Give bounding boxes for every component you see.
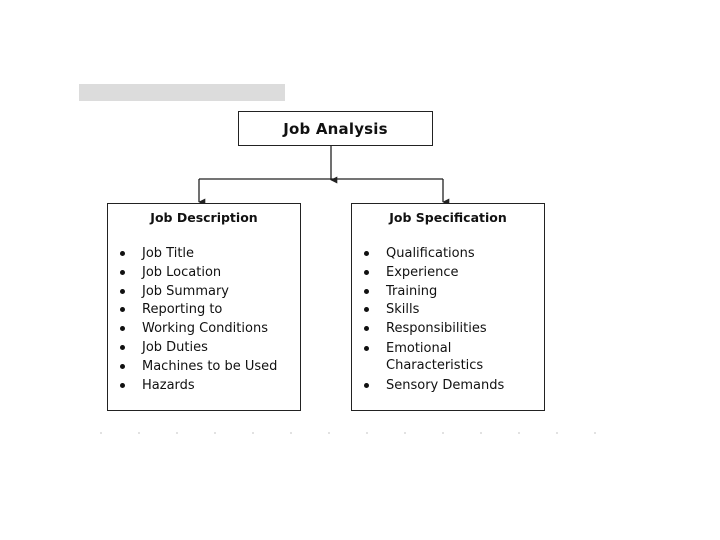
list-item: Emotional Characteristics [364, 340, 516, 374]
bullet-icon [364, 382, 369, 388]
list-item: Job Duties [120, 340, 277, 355]
list-item: Machines to be Used [120, 359, 277, 374]
list-item: Reporting to [120, 302, 277, 317]
bullet-icon [364, 288, 369, 294]
bullet-icon [364, 269, 369, 275]
job-description-node: Job Description Job Title Job Location J… [107, 203, 301, 411]
bullet-icon [120, 269, 125, 275]
bullet-icon [120, 344, 125, 350]
header-placeholder-bar [79, 84, 285, 101]
list-item: Working Conditions [120, 321, 277, 336]
list-item: Skills [364, 302, 516, 317]
job-description-title: Job Description [150, 210, 258, 225]
bullet-icon [120, 326, 125, 332]
list-item: Responsibilities [364, 321, 516, 336]
bullet-icon [120, 307, 125, 313]
bullet-icon [364, 326, 369, 332]
list-item: Qualifications [364, 246, 516, 261]
list-item: Job Summary [120, 284, 277, 299]
list-item: Job Location [120, 265, 277, 280]
list-item: Job Title [120, 246, 277, 261]
bullet-icon [120, 288, 125, 294]
bullet-icon [120, 382, 125, 388]
list-item: Hazards [120, 378, 277, 393]
bullet-icon [364, 307, 369, 313]
bullet-icon [120, 251, 125, 256]
job-specification-title: Job Specification [389, 210, 507, 225]
job-analysis-node: Job Analysis [238, 111, 433, 146]
list-item: Experience [364, 265, 516, 280]
bullet-icon [364, 251, 369, 256]
list-item: Training [364, 284, 516, 299]
faint-text-remnant [100, 432, 600, 434]
job-analysis-title: Job Analysis [283, 119, 388, 138]
job-description-list: Job Title Job Location Job Summary Repor… [120, 246, 277, 396]
job-specification-list: Qualifications Experience Training Skill… [364, 246, 516, 397]
list-item: Sensory Demands [364, 378, 516, 393]
job-specification-node: Job Specification Qualifications Experie… [351, 203, 545, 411]
bullet-icon [120, 363, 125, 369]
bullet-icon [364, 345, 369, 351]
